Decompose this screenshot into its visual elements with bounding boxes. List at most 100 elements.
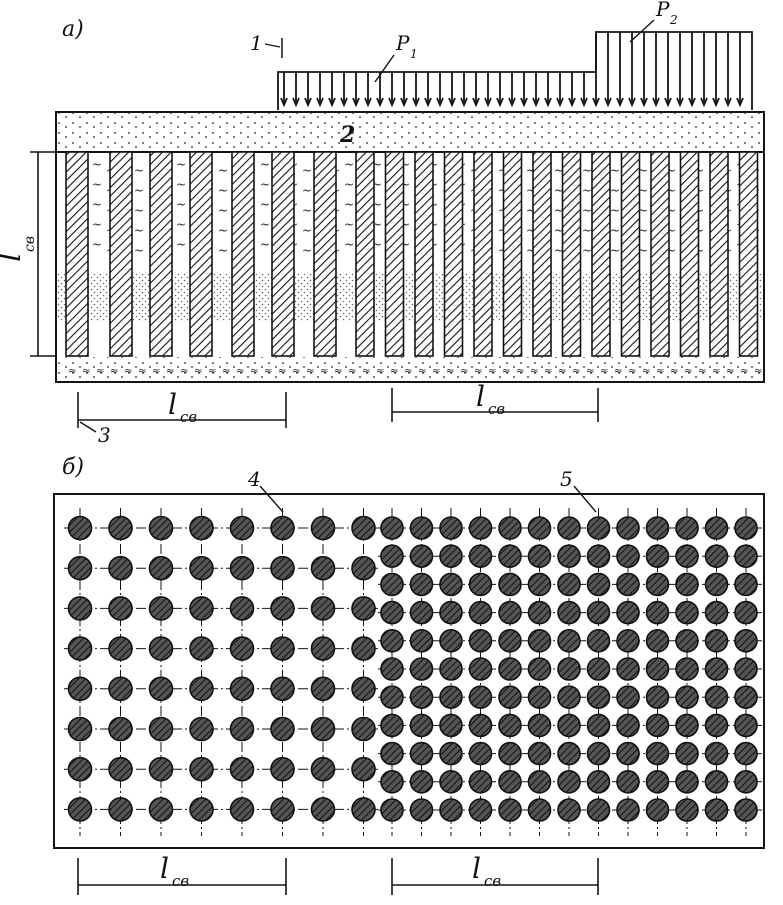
sand-pile-plan [527, 685, 552, 710]
sand-pile-plan [351, 555, 376, 581]
sand-pile-plan [380, 798, 404, 822]
sand-pile-plan [108, 716, 133, 742]
sand-pile-plan [351, 797, 376, 822]
sand-pile-plan [380, 657, 404, 681]
clay-mark: ≈ [642, 366, 650, 377]
sand-pile-plan [439, 657, 463, 681]
sand-pile-plan [734, 685, 758, 710]
load-p1-leader [374, 54, 395, 83]
sand-pile-plan [409, 628, 434, 653]
clay-mark: ~ [218, 223, 228, 237]
load-arrowhead [628, 97, 636, 108]
sand-pile-plan [380, 741, 404, 766]
sand-pile-section [231, 151, 255, 357]
clay-mark: ≈ [740, 366, 748, 377]
sand-pile-plan [409, 769, 434, 794]
clay-mark: ≈ [544, 366, 552, 377]
sand-pile-plan [557, 600, 581, 625]
load-arrowhead [412, 97, 420, 108]
clay-mark: ~ [638, 243, 648, 257]
sand-pile-plan [380, 544, 404, 569]
clay-mark: ≈ [404, 366, 412, 377]
section-a: а) 1 P 1 P 2 2 ~~~~~≈~~~~~≈~~~~~≈~~~~~≈~… [0, 0, 765, 447]
clay-mark: ~ [372, 237, 382, 251]
sand-pile-plan [557, 685, 581, 710]
clay-mark: ≈ [222, 366, 230, 377]
section-b: б) 4 5 l св l св [53, 455, 765, 895]
sand-pile-section [473, 151, 493, 357]
sand-pile-plan [310, 636, 336, 661]
sand-pile-plan [229, 596, 255, 621]
sand-pile-plan [645, 798, 670, 822]
sand-pile-plan [468, 769, 493, 794]
clay-mark: ~ [176, 157, 186, 171]
sand-pile-plan [645, 685, 670, 710]
clay-mark: ~ [134, 223, 144, 237]
load-arrowhead [688, 97, 696, 108]
clay-mark: ~ [302, 163, 312, 177]
spacing-b-right-sub: св [484, 872, 501, 890]
sand-pile-plan [270, 555, 295, 581]
sand-pile-plan [527, 798, 552, 822]
sand-pile-section [650, 151, 670, 357]
sand-pile-plan [229, 515, 255, 541]
load-arrowhead [304, 97, 312, 108]
clay-mark: ~ [302, 223, 312, 237]
sand-pile-plan [67, 555, 93, 581]
sand-pile-section [561, 151, 582, 357]
load-p2-label: P [655, 0, 670, 21]
sand-pile-plan [468, 572, 493, 597]
clay-mark: ~ [302, 243, 312, 257]
sand-pile-section [532, 151, 552, 357]
clay-mark: ≈ [558, 366, 566, 377]
clay-mark: ~ [344, 217, 354, 231]
sand-pile-plan [734, 628, 758, 653]
clay-mark: ≈ [292, 366, 300, 377]
load-arrowhead [448, 97, 456, 108]
sand-pile-plan [67, 515, 93, 541]
sand-pile-plan [616, 685, 640, 710]
sand-pile-section [414, 151, 434, 357]
sand-pile-plan [645, 769, 670, 794]
clay-mark: ≈ [194, 366, 202, 377]
sand-pile-section [384, 151, 405, 357]
sand-pile-plan [498, 741, 522, 766]
clay-mark: ≈ [334, 366, 342, 377]
load-arrowhead [364, 97, 372, 108]
sand-pile-section [189, 151, 213, 357]
sand-pile-plan [380, 713, 404, 738]
sand-pile-plan [557, 516, 581, 540]
sand-pile-section [620, 151, 641, 357]
sand-pile-plan [704, 657, 729, 681]
sand-pile-plan [675, 798, 699, 822]
clay-mark: ≈ [474, 366, 482, 377]
item-5-leader [573, 485, 597, 513]
sand-pile-section [591, 151, 611, 357]
sand-pile-plan [557, 544, 581, 569]
clay-mark: ~ [176, 177, 186, 191]
load-arrowhead [604, 97, 612, 108]
load-arrowhead [316, 97, 324, 108]
sand-pile-plan [675, 769, 699, 794]
item-4-leader [259, 485, 284, 513]
sand-pile-plan [498, 628, 522, 653]
clay-mark: ~ [554, 163, 564, 177]
sand-pile-plan [189, 515, 214, 541]
item-4-label: 4 [247, 467, 261, 491]
load-arrowhead [700, 97, 708, 108]
sand-pile-plan [498, 685, 522, 710]
load-arrowhead [388, 97, 396, 108]
sand-pile-plan [189, 596, 214, 621]
sand-pile-plan [67, 636, 93, 661]
sand-pile-plan [586, 685, 611, 710]
clay-mark: ~ [610, 203, 620, 217]
item-3-leader [79, 421, 97, 433]
clay-mark: ≈ [586, 366, 594, 377]
load-diagram [277, 31, 753, 110]
sand-pile-plan [616, 741, 640, 766]
load-p2-sub: 2 [669, 13, 678, 27]
sand-pile-plan [734, 769, 758, 794]
clay-mark: ≈ [670, 366, 678, 377]
sand-pile-plan [498, 798, 522, 822]
sand-pile-plan [270, 716, 295, 742]
